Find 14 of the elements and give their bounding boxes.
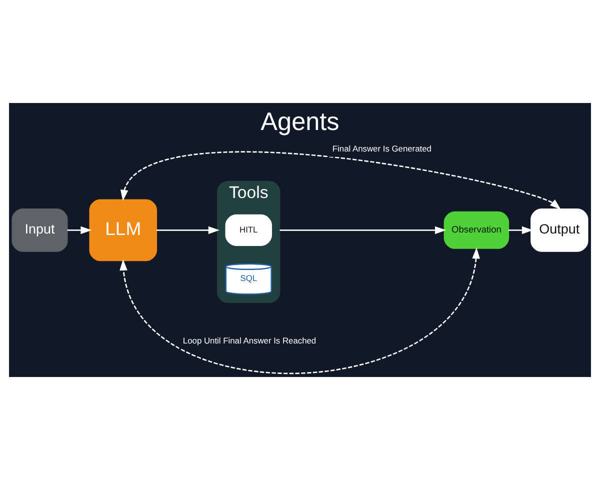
node-box: Observation [444,211,510,249]
node-box: HITL [225,214,272,246]
edge-label: Final Answer Is Generated [332,143,432,154]
arrow [508,226,534,234]
edge-label: Loop Until Final Answer Is Reached [182,335,316,346]
arrow [120,151,561,210]
arrow [156,226,220,234]
diagram-title: Agents [260,108,340,136]
arrow [67,226,92,234]
arrow [120,248,480,374]
arrow [280,226,446,234]
node-box: LLM [89,199,158,262]
node-box: Output [530,208,588,252]
node-box: Input [12,208,68,252]
